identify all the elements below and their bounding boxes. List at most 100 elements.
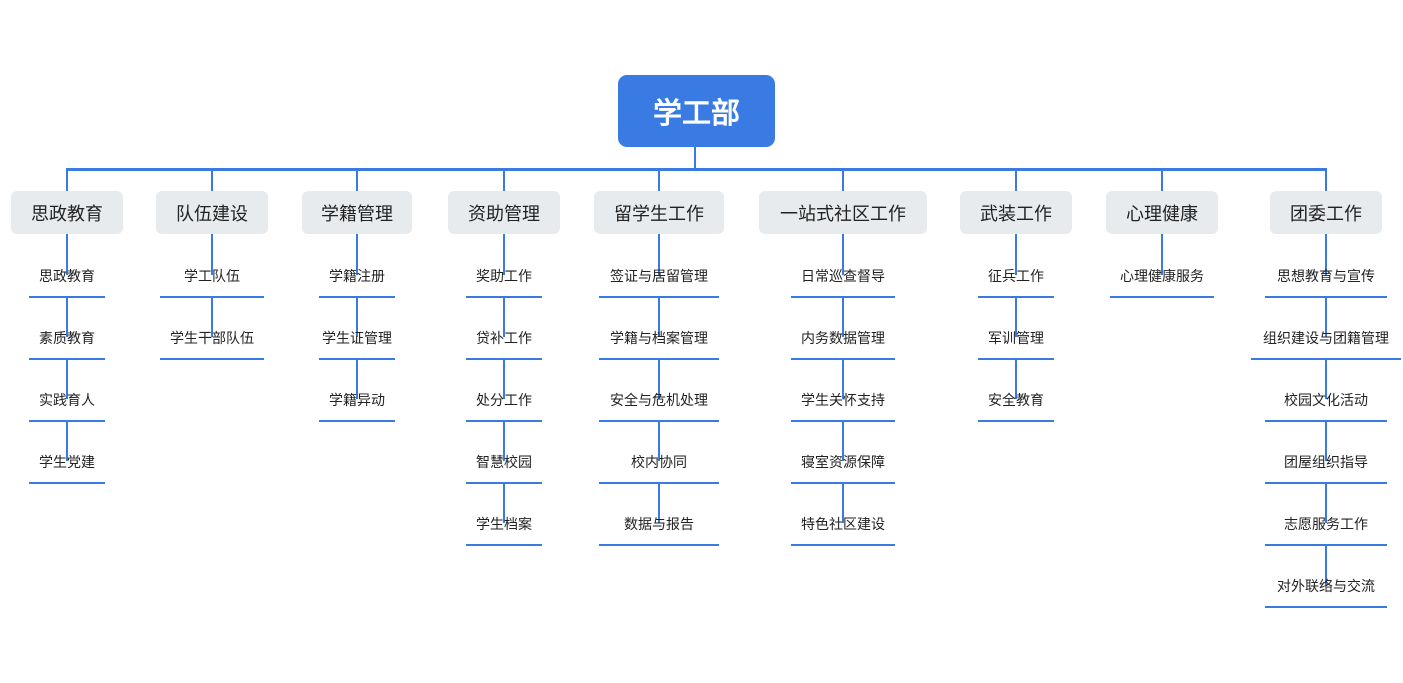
leaf-connector <box>503 298 505 337</box>
leaf-underline <box>319 296 395 298</box>
leaf-node-label[interactable]: 素质教育 <box>39 331 95 347</box>
leaf-node-label[interactable]: 组织建设与团籍管理 <box>1263 331 1389 347</box>
leaf-node-label[interactable]: 寝室资源保障 <box>801 455 885 471</box>
leaf-connector <box>1325 234 1327 275</box>
leaf-node-label[interactable]: 奖助工作 <box>476 269 532 285</box>
leaf-node-label[interactable]: 征兵工作 <box>988 269 1044 285</box>
branch-node[interactable]: 资助管理 <box>448 191 560 234</box>
leaf-connector <box>1325 298 1327 337</box>
leaf-underline <box>466 296 542 298</box>
leaf-node-label[interactable]: 学籍与档案管理 <box>610 331 708 347</box>
root-node-label: 学工部 <box>652 96 740 130</box>
branch-node[interactable]: 一站式社区工作 <box>759 191 927 234</box>
leaf-underline <box>599 420 719 422</box>
leaf-node-label[interactable]: 团屋组织指导 <box>1284 455 1368 471</box>
leaf-node-label[interactable]: 学生关怀支持 <box>801 393 885 409</box>
leaf-underline <box>599 358 719 360</box>
leaf-connector <box>658 298 660 337</box>
leaf-connector <box>842 360 844 399</box>
leaf-connector <box>503 484 505 523</box>
leaf-node-label[interactable]: 学生证管理 <box>322 331 392 347</box>
leaf-connector <box>211 234 213 275</box>
leaf-node-label[interactable]: 心理健康服务 <box>1120 269 1204 285</box>
branch-node[interactable]: 武装工作 <box>960 191 1072 234</box>
leaf-node-label[interactable]: 学工队伍 <box>184 269 240 285</box>
leaf-underline <box>466 482 542 484</box>
leaf-underline <box>791 296 895 298</box>
leaf-connector <box>356 234 358 275</box>
branch-label: 心理健康 <box>1126 203 1198 225</box>
leaf-node-label[interactable]: 学生档案 <box>476 517 532 533</box>
leaf-connector <box>842 422 844 461</box>
leaf-node-label[interactable]: 学籍异动 <box>329 393 385 409</box>
leaf-connector <box>503 422 505 461</box>
leaf-underline <box>466 544 542 546</box>
leaf-node-label[interactable]: 智慧校园 <box>476 455 532 471</box>
leaf-node-label[interactable]: 学籍注册 <box>329 269 385 285</box>
leaf-connector <box>211 298 213 337</box>
leaf-connector <box>658 484 660 523</box>
branch-connector <box>503 170 505 191</box>
leaf-underline <box>1251 358 1401 360</box>
leaf-underline <box>1265 482 1387 484</box>
leaf-connector <box>658 422 660 461</box>
leaf-node-label[interactable]: 特色社区建设 <box>801 517 885 533</box>
leaf-node-label[interactable]: 贷补工作 <box>476 331 532 347</box>
branch-connector <box>356 170 358 191</box>
leaf-node-label[interactable]: 日常巡查督导 <box>801 269 885 285</box>
leaf-connector <box>503 234 505 275</box>
leaf-underline <box>466 420 542 422</box>
leaf-connector <box>1015 234 1017 275</box>
leaf-node-label[interactable]: 内务数据管理 <box>801 331 885 347</box>
leaf-node-label[interactable]: 实践育人 <box>39 393 95 409</box>
leaf-underline <box>160 296 264 298</box>
leaf-underline <box>1110 296 1214 298</box>
leaf-connector <box>1015 360 1017 399</box>
leaf-node-label[interactable]: 校内协同 <box>631 455 687 471</box>
leaf-underline <box>1265 420 1387 422</box>
leaf-node-label[interactable]: 安全教育 <box>988 393 1044 409</box>
leaf-underline <box>319 358 395 360</box>
leaf-node-label[interactable]: 学生党建 <box>39 455 95 471</box>
leaf-underline <box>791 482 895 484</box>
leaf-underline <box>978 358 1054 360</box>
leaf-connector <box>1015 298 1017 337</box>
leaf-node-label[interactable]: 思政教育 <box>39 269 95 285</box>
leaf-underline <box>1265 544 1387 546</box>
leaf-underline <box>29 358 105 360</box>
branch-label: 思政教育 <box>31 203 103 225</box>
branch-node[interactable]: 团委工作 <box>1270 191 1382 234</box>
branch-node[interactable]: 思政教育 <box>11 191 123 234</box>
branch-node[interactable]: 心理健康 <box>1106 191 1218 234</box>
leaf-node-label[interactable]: 签证与居留管理 <box>610 269 708 285</box>
leaf-node-label[interactable]: 学生干部队伍 <box>170 331 254 347</box>
leaf-underline <box>29 482 105 484</box>
leaf-connector <box>66 234 68 275</box>
branch-connector <box>842 170 844 191</box>
leaf-connector <box>1161 234 1163 275</box>
leaf-underline <box>466 358 542 360</box>
branch-node[interactable]: 队伍建设 <box>156 191 268 234</box>
leaf-node-label[interactable]: 安全与危机处理 <box>610 393 708 409</box>
leaf-connector <box>842 484 844 523</box>
leaf-underline <box>1265 606 1387 608</box>
leaf-underline <box>791 420 895 422</box>
leaf-node-label[interactable]: 对外联络与交流 <box>1277 579 1375 595</box>
leaf-underline <box>29 420 105 422</box>
leaf-node-label[interactable]: 校园文化活动 <box>1284 393 1368 409</box>
leaf-connector <box>842 298 844 337</box>
leaf-node-label[interactable]: 志愿服务工作 <box>1284 517 1368 533</box>
root-node[interactable]: 学工部 <box>618 75 775 147</box>
leaf-node-label[interactable]: 处分工作 <box>476 393 532 409</box>
leaf-node-label[interactable]: 思想教育与宣传 <box>1277 269 1375 285</box>
leaf-node-label[interactable]: 军训管理 <box>988 331 1044 347</box>
branch-node[interactable]: 学籍管理 <box>302 191 412 234</box>
leaf-node-label[interactable]: 数据与报告 <box>624 517 694 533</box>
leaf-underline <box>791 358 895 360</box>
branch-bus <box>66 168 1327 171</box>
branch-connector <box>211 170 213 191</box>
leaf-connector <box>658 234 660 275</box>
leaf-connector <box>66 298 68 337</box>
branch-node[interactable]: 留学生工作 <box>594 191 724 234</box>
